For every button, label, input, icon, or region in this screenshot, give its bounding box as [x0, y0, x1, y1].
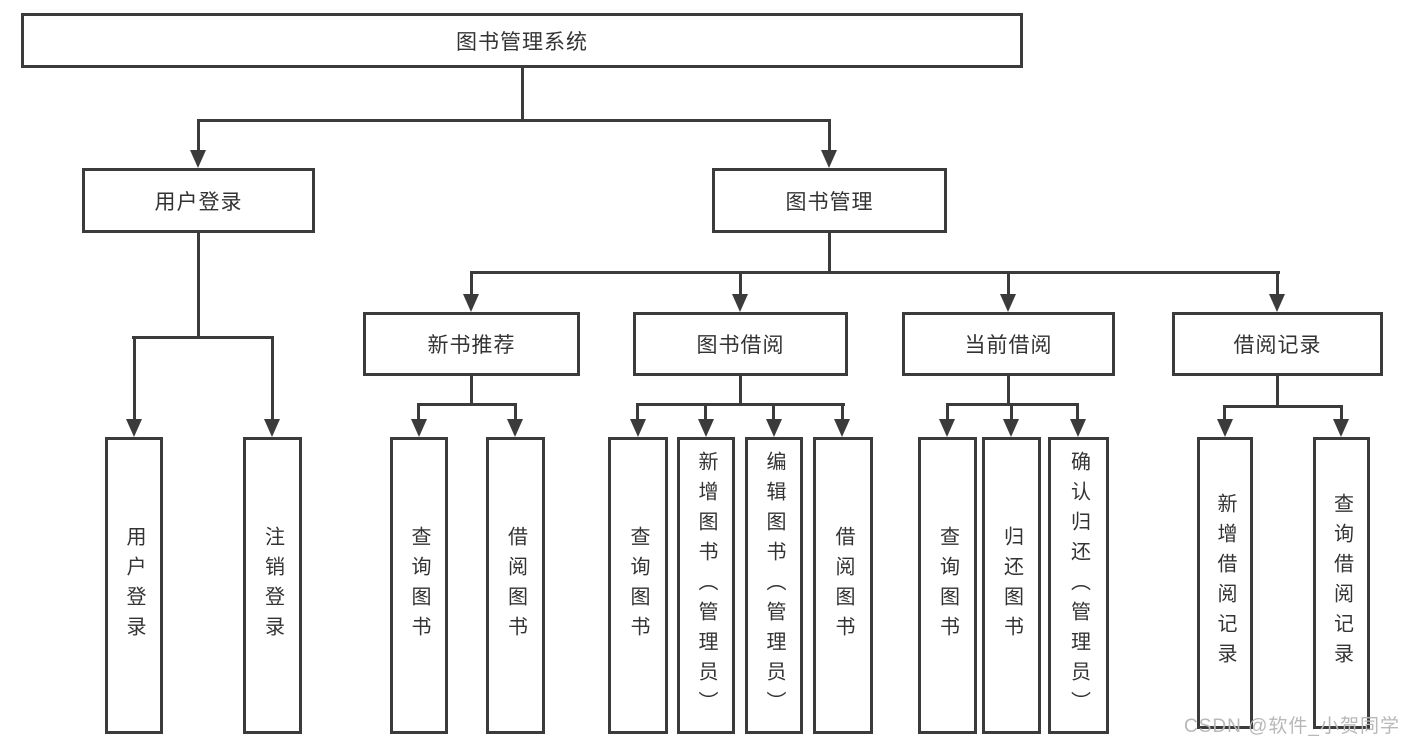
leaf-return-books: 归还图书 — [982, 437, 1041, 734]
arrowhead-down-icon — [821, 150, 837, 168]
connector-line — [841, 403, 844, 421]
leaf-add-borrow-record-label: 新增借阅记录 — [1214, 493, 1236, 673]
arrowhead-down-icon — [630, 419, 646, 437]
leaf-query-borrow-record: 查询借阅记录 — [1313, 437, 1370, 729]
arrowhead-down-icon — [1003, 419, 1019, 437]
arrowhead-down-icon — [766, 419, 782, 437]
leaf-add-books-admin: 新增图书（管理员） — [677, 437, 735, 734]
connector-line — [828, 233, 831, 271]
connector-line — [1276, 271, 1279, 297]
leaf-query-books-recommend-label: 查询图书 — [408, 525, 430, 646]
csdn-watermark: CSDN @软件_小贺同学 — [1184, 716, 1400, 737]
connector-line — [271, 336, 274, 421]
leaf-borrow-books: 借阅图书 — [813, 437, 873, 734]
connector-line — [470, 376, 473, 403]
arrowhead-down-icon — [463, 294, 479, 312]
leaf-edit-books-admin: 编辑图书（管理员） — [745, 437, 803, 734]
arrowhead-down-icon — [1333, 419, 1349, 437]
leaf-return-books-label: 归还图书 — [1000, 525, 1023, 646]
arrowhead-down-icon — [507, 419, 523, 437]
arrowhead-down-icon — [1070, 419, 1086, 437]
leaf-confirm-return-admin: 确认归还（管理员） — [1048, 437, 1109, 734]
connector-line — [1007, 271, 1010, 297]
connector-line — [1340, 405, 1343, 421]
connector-line — [514, 403, 517, 421]
connector-line — [521, 66, 524, 119]
arrowhead-down-icon — [126, 419, 142, 437]
node-user-login: 用户登录 — [82, 168, 315, 233]
leaf-user-login: 用户登录 — [105, 437, 163, 734]
connector-line — [470, 271, 473, 297]
arrowhead-down-icon — [698, 419, 714, 437]
leaf-edit-books-admin-label: 编辑图书（管理员） — [763, 450, 785, 721]
node-user-login-label: 用户登录 — [154, 190, 243, 214]
node-current-borrowing-label: 当前借阅 — [964, 334, 1053, 357]
node-book-management: 图书管理 — [712, 168, 947, 233]
node-new-book-recommend-label: 新书推荐 — [427, 334, 516, 357]
leaf-query-borrow-record-label: 查询借阅记录 — [1330, 493, 1353, 673]
connector-line — [417, 403, 517, 406]
leaf-borrow-books-recommend-label: 借阅图书 — [504, 525, 527, 646]
node-library-system: 图书管理系统 — [21, 13, 1023, 68]
connector-line — [946, 403, 949, 421]
node-book-borrowing: 图书借阅 — [633, 312, 848, 376]
connector-line — [1007, 376, 1010, 403]
leaf-add-borrow-record: 新增借阅记录 — [1197, 437, 1253, 729]
leaf-confirm-return-admin-label: 确认归还（管理员） — [1067, 450, 1090, 721]
leaf-borrow-books-label: 借阅图书 — [832, 525, 854, 646]
leaf-logout: 注销登录 — [243, 437, 302, 734]
connector-line — [704, 403, 707, 421]
node-library-system-label: 图书管理系统 — [456, 30, 588, 54]
node-borrowing-records-label: 借阅记录 — [1233, 334, 1322, 357]
connector-line — [197, 233, 200, 336]
arrowhead-down-icon — [1217, 419, 1233, 437]
node-new-book-recommend: 新书推荐 — [363, 312, 580, 376]
connector-line — [1223, 405, 1226, 421]
node-borrowing-records: 借阅记录 — [1172, 312, 1383, 376]
leaf-user-login-label: 用户登录 — [123, 525, 145, 646]
connector-line — [772, 403, 775, 421]
connector-line — [636, 403, 845, 406]
connector-line — [1010, 403, 1013, 421]
arrowhead-down-icon — [1269, 294, 1285, 312]
connector-line — [739, 271, 742, 297]
leaf-query-books-current-label: 查询图书 — [936, 525, 959, 646]
arrowhead-down-icon — [264, 419, 280, 437]
connector-line — [1223, 405, 1343, 408]
connector-line — [636, 403, 639, 421]
arrowhead-down-icon — [1000, 294, 1016, 312]
connector-line — [197, 119, 831, 122]
leaf-borrow-books-recommend: 借阅图书 — [486, 437, 545, 734]
arrowhead-down-icon — [732, 294, 748, 312]
leaf-logout-label: 注销登录 — [261, 525, 284, 646]
arrowhead-down-icon — [939, 419, 955, 437]
node-book-management-label: 图书管理 — [785, 190, 874, 214]
leaf-query-books-borrowing-label: 查询图书 — [627, 525, 649, 646]
connector-line — [739, 376, 742, 403]
arrowhead-down-icon — [190, 150, 206, 168]
connector-line — [133, 336, 136, 421]
node-current-borrowing: 当前借阅 — [902, 312, 1115, 376]
leaf-add-books-admin-label: 新增图书（管理员） — [695, 450, 717, 721]
connector-line — [828, 119, 831, 153]
leaf-query-books-recommend: 查询图书 — [390, 437, 448, 734]
connector-line — [470, 271, 1280, 274]
connector-line — [197, 119, 200, 153]
connector-line — [1076, 403, 1079, 421]
leaf-query-books-borrowing: 查询图书 — [608, 437, 668, 734]
connector-line — [132, 336, 274, 339]
connector-line — [417, 403, 420, 421]
leaf-query-books-current: 查询图书 — [918, 437, 977, 734]
arrowhead-down-icon — [834, 419, 850, 437]
connector-line — [1276, 376, 1279, 405]
node-book-borrowing-label: 图书借阅 — [696, 334, 785, 357]
arrowhead-down-icon — [411, 419, 427, 437]
